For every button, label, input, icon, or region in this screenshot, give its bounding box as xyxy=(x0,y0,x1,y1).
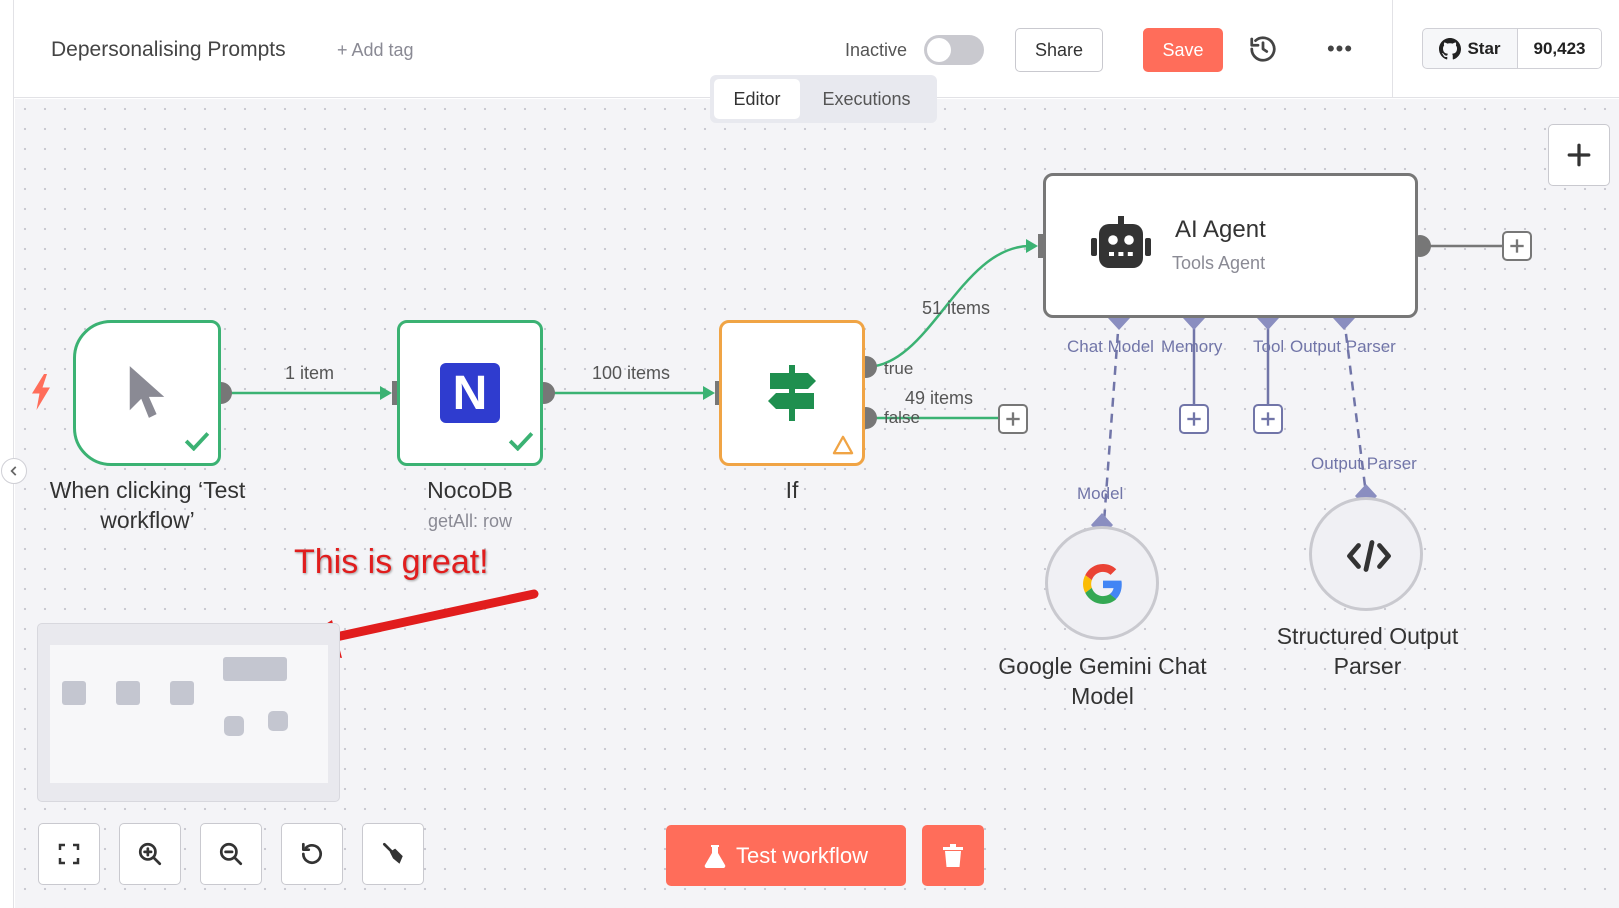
port-label-output-parser: Output Parser xyxy=(1290,337,1396,356)
zoom-out-icon xyxy=(219,842,243,866)
minimap-node xyxy=(224,716,244,736)
zoom-in-icon xyxy=(138,842,162,866)
true-label: true xyxy=(884,359,914,378)
active-toggle[interactable] xyxy=(924,35,984,65)
fit-view-button[interactable] xyxy=(38,823,100,885)
node-ai-agent[interactable] xyxy=(1043,173,1418,318)
trash-icon xyxy=(943,843,963,867)
node-structured-output-parser[interactable] xyxy=(1309,497,1423,611)
conn-label-if-true: 51 items xyxy=(922,298,991,318)
more-options-button[interactable]: ••• xyxy=(1326,36,1354,61)
node-label-gemini: Google Gemini Chat Model xyxy=(998,653,1207,709)
zoom-in-button[interactable] xyxy=(119,823,181,885)
nocodb-logo-icon: N xyxy=(440,363,500,423)
port-label-parser-input: Output Parser xyxy=(1311,454,1417,473)
node-label-parser: Structured Output Parser xyxy=(1276,623,1459,679)
node-label-nocodb: NocoDB xyxy=(427,477,513,503)
add-tag-link[interactable]: + Add tag xyxy=(337,40,414,60)
check-icon xyxy=(184,432,210,451)
left-sidebar-strip xyxy=(0,0,14,908)
toggle-knob xyxy=(927,38,951,62)
add-tool-button[interactable] xyxy=(1253,404,1283,434)
minimap-node xyxy=(116,681,140,705)
github-star-button[interactable]: Star xyxy=(1423,29,1518,68)
plus-icon xyxy=(1006,412,1020,426)
warning-icon xyxy=(832,435,854,455)
port-label-memory: Memory xyxy=(1161,337,1223,356)
bolt-icon xyxy=(32,374,50,410)
false-label: false xyxy=(884,408,920,427)
minimap-node xyxy=(268,711,288,731)
tab-executions[interactable]: Executions xyxy=(822,88,911,109)
fullscreen-icon xyxy=(58,843,80,865)
save-button[interactable]: Save xyxy=(1143,28,1223,72)
plus-icon xyxy=(1510,239,1524,253)
github-icon xyxy=(1439,37,1462,59)
delete-button[interactable] xyxy=(922,825,984,886)
conn-label-trigger-nocodb: 1 item xyxy=(285,363,335,383)
robot-icon xyxy=(1091,216,1151,268)
port-label-model: Model xyxy=(1077,484,1124,503)
check-icon xyxy=(508,432,534,451)
github-star-widget[interactable]: Star 90,423 xyxy=(1422,28,1602,69)
node-subtitle-nocodb: getAll: row xyxy=(427,511,513,531)
undo-icon xyxy=(301,842,322,865)
node-label-trigger: When clicking ‘Test workflow’ xyxy=(49,477,246,533)
status-label: Inactive xyxy=(845,40,908,60)
minimap-node xyxy=(223,657,287,681)
code-icon xyxy=(1347,540,1391,572)
broom-icon xyxy=(382,842,403,864)
test-workflow-button[interactable]: Test workflow xyxy=(666,825,906,886)
node-subtitle-agent: Tools Agent xyxy=(1172,253,1266,273)
view-tabs: Editor Executions xyxy=(710,75,937,123)
chevron-left-icon xyxy=(10,466,17,476)
node-label-if: If xyxy=(785,477,799,503)
tidy-up-button[interactable] xyxy=(362,823,424,885)
node-label-agent: AI Agent xyxy=(1175,216,1266,243)
workflow-title[interactable]: Depersonalising Prompts xyxy=(51,38,286,61)
add-after-agent-button[interactable] xyxy=(1502,231,1532,261)
conn-label-if-false: 49 items xyxy=(905,388,974,408)
history-icon[interactable] xyxy=(1248,34,1278,64)
test-workflow-label: Test workflow xyxy=(735,842,869,868)
reset-zoom-button[interactable] xyxy=(281,823,343,885)
node-nocodb[interactable]: N xyxy=(397,320,543,466)
port-label-chat-model: Chat Model xyxy=(1067,337,1154,356)
plus-icon xyxy=(1567,143,1591,167)
cursor-icon xyxy=(129,366,165,418)
nocodb-logo-letter: N xyxy=(452,366,488,420)
signpost-icon xyxy=(768,365,816,421)
node-manual-trigger[interactable] xyxy=(73,320,221,466)
github-star-count: 90,423 xyxy=(1518,29,1601,68)
add-node-button[interactable] xyxy=(1548,124,1610,186)
plus-icon xyxy=(1261,412,1275,426)
zoom-out-button[interactable] xyxy=(200,823,262,885)
share-button[interactable]: Share xyxy=(1015,28,1103,72)
node-gemini-chat-model[interactable] xyxy=(1045,526,1159,640)
annotation-text: This is great! xyxy=(294,543,489,581)
flask-icon xyxy=(704,844,726,868)
google-icon xyxy=(1083,564,1122,604)
conn-label-nocodb-if: 100 items xyxy=(592,363,671,383)
minimap-node xyxy=(170,681,194,705)
node-if[interactable] xyxy=(719,320,865,466)
minimap[interactable] xyxy=(37,623,340,802)
github-star-label: Star xyxy=(1467,38,1501,58)
header-divider xyxy=(1392,0,1393,98)
minimap-node xyxy=(62,681,86,705)
tab-editor[interactable]: Editor xyxy=(714,79,800,119)
minimap-viewport xyxy=(50,645,328,783)
add-after-false-button[interactable] xyxy=(998,404,1028,434)
plus-icon xyxy=(1187,412,1201,426)
sidebar-collapse-button[interactable] xyxy=(1,458,27,484)
add-memory-button[interactable] xyxy=(1179,404,1209,434)
port-label-tool: Tool xyxy=(1253,337,1285,356)
